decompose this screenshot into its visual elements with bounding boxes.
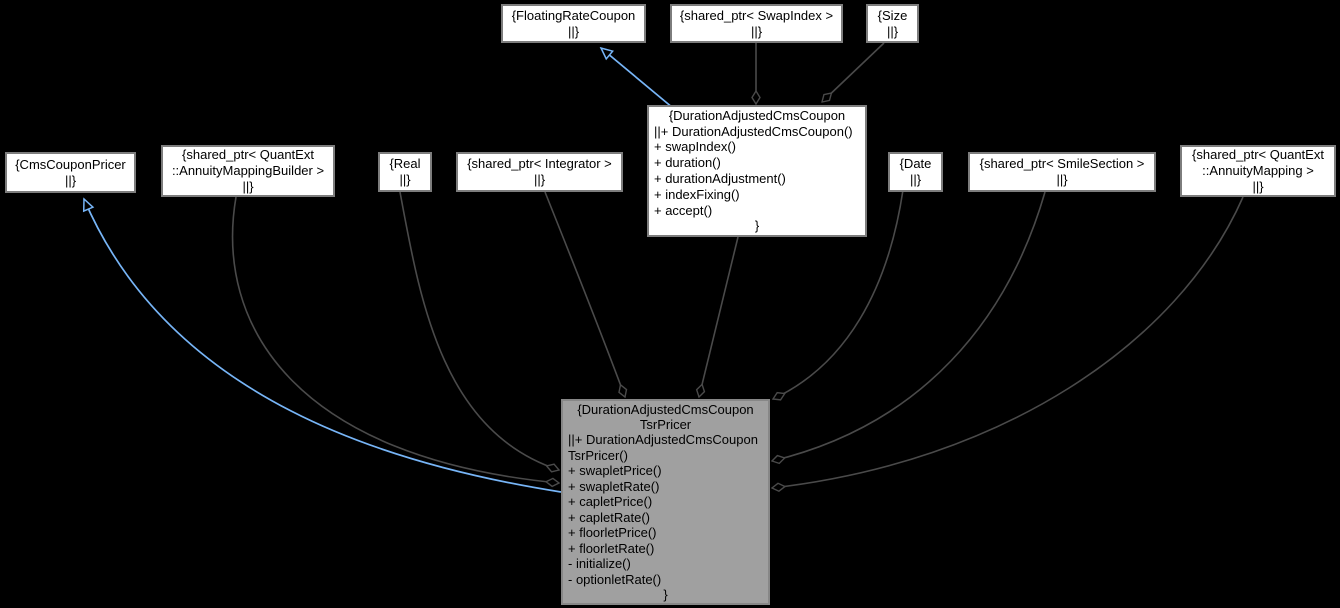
- node-line: + duration(): [654, 155, 721, 171]
- node-line: ||}: [750, 23, 763, 39]
- node-line: ||}: [533, 172, 546, 187]
- node-line: ::AnnuityMappingBuilder >: [171, 163, 325, 178]
- node-line: ||}: [1056, 172, 1068, 187]
- edge-annuitymappingbuilder: [231, 196, 559, 483]
- edge-annuitymapping: [772, 196, 1244, 488]
- node-line: + indexFixing(): [654, 186, 740, 202]
- node-line: - optionletRate(): [568, 571, 662, 587]
- node-line: ||}: [64, 172, 77, 188]
- node-shared-ptr-annuity-mapping[interactable]: {shared_ptr< QuantExt ::AnnuityMapping >…: [1180, 145, 1336, 197]
- node-line: {DurationAdjustedCmsCoupon: [668, 107, 846, 123]
- node-line: }: [754, 218, 760, 234]
- node-line: {shared_ptr< QuantExt: [1192, 147, 1324, 162]
- node-line: ||+ DurationAdjustedCmsCoupon(): [654, 123, 853, 139]
- node-shared-ptr-annuity-mapping-builder[interactable]: {shared_ptr< QuantExt ::AnnuityMappingBu…: [161, 145, 335, 197]
- node-line: {Size: [877, 7, 908, 23]
- node-date[interactable]: {Date ||}: [888, 152, 943, 192]
- node-line: {shared_ptr< Integrator >: [467, 156, 612, 171]
- node-line: {shared_ptr< QuantExt: [182, 147, 314, 162]
- node-line: {DurationAdjustedCmsCoupon: [577, 401, 754, 417]
- node-real[interactable]: {Real ||}: [378, 152, 432, 192]
- node-floating-rate-coupon[interactable]: {FloatingRateCoupon ||}: [501, 4, 646, 43]
- node-line: }: [663, 587, 668, 602]
- node-line: {shared_ptr< SmileSection >: [979, 156, 1145, 171]
- edge-inherit-cmscouponpricer: [84, 199, 562, 493]
- edge-size: [822, 42, 885, 102]
- edge-inherit-floatingratecoupon: [601, 48, 674, 109]
- node-line: {Date: [899, 156, 932, 171]
- node-line: + durationAdjustment(): [654, 171, 786, 186]
- node-line: + accept(): [654, 202, 713, 218]
- node-line: ||}: [399, 172, 411, 187]
- node-line: ::AnnuityMapping >: [1202, 163, 1314, 178]
- node-line: ||+ DurationAdjustedCmsCoupon: [568, 432, 758, 448]
- node-line: + floorletPrice(): [568, 525, 657, 541]
- node-line: ||}: [1252, 179, 1264, 194]
- edge-coupon-member: [699, 236, 739, 397]
- edge-integrator: [544, 191, 625, 397]
- node-line: TsrPricer: [639, 417, 692, 433]
- node-line: {FloatingRateCoupon: [511, 7, 636, 23]
- node-size[interactable]: {Size ||}: [866, 4, 919, 43]
- node-shared-ptr-integrator[interactable]: {shared_ptr< Integrator > ||}: [456, 152, 623, 192]
- node-line: ||}: [886, 23, 899, 39]
- node-line: ||}: [567, 23, 580, 39]
- node-line: {shared_ptr< SwapIndex >: [679, 7, 834, 23]
- edge-smilesection: [772, 191, 1046, 461]
- node-cms-coupon-pricer[interactable]: {CmsCouponPricer ||}: [5, 152, 136, 193]
- node-line: + swapletPrice(): [568, 463, 662, 479]
- node-shared-ptr-smile-section[interactable]: {shared_ptr< SmileSection > ||}: [968, 152, 1156, 192]
- node-line: + floorletRate(): [568, 540, 655, 556]
- node-line: - initialize(): [568, 556, 631, 572]
- node-line: + swapIndex(): [654, 139, 737, 155]
- edge-date: [773, 189, 904, 399]
- node-shared-ptr-swapindex[interactable]: {shared_ptr< SwapIndex > ||}: [670, 4, 843, 43]
- node-line: {CmsCouponPricer: [15, 156, 126, 172]
- node-line: {Real: [389, 156, 421, 171]
- node-duration-adjusted-cms-coupon[interactable]: {DurationAdjustedCmsCoupon ||+ DurationA…: [647, 105, 867, 237]
- node-line: ||}: [909, 172, 922, 187]
- node-duration-adjusted-cms-coupon-tsr-pricer[interactable]: {DurationAdjustedCmsCoupon TsrPricer ||+…: [561, 399, 770, 605]
- node-line: + swapletRate(): [568, 478, 660, 494]
- node-line: + capletPrice(): [568, 494, 653, 510]
- node-line: + capletRate(): [568, 509, 651, 525]
- node-line: ||}: [242, 179, 254, 194]
- edge-real: [399, 191, 559, 470]
- node-line: TsrPricer(): [568, 447, 628, 463]
